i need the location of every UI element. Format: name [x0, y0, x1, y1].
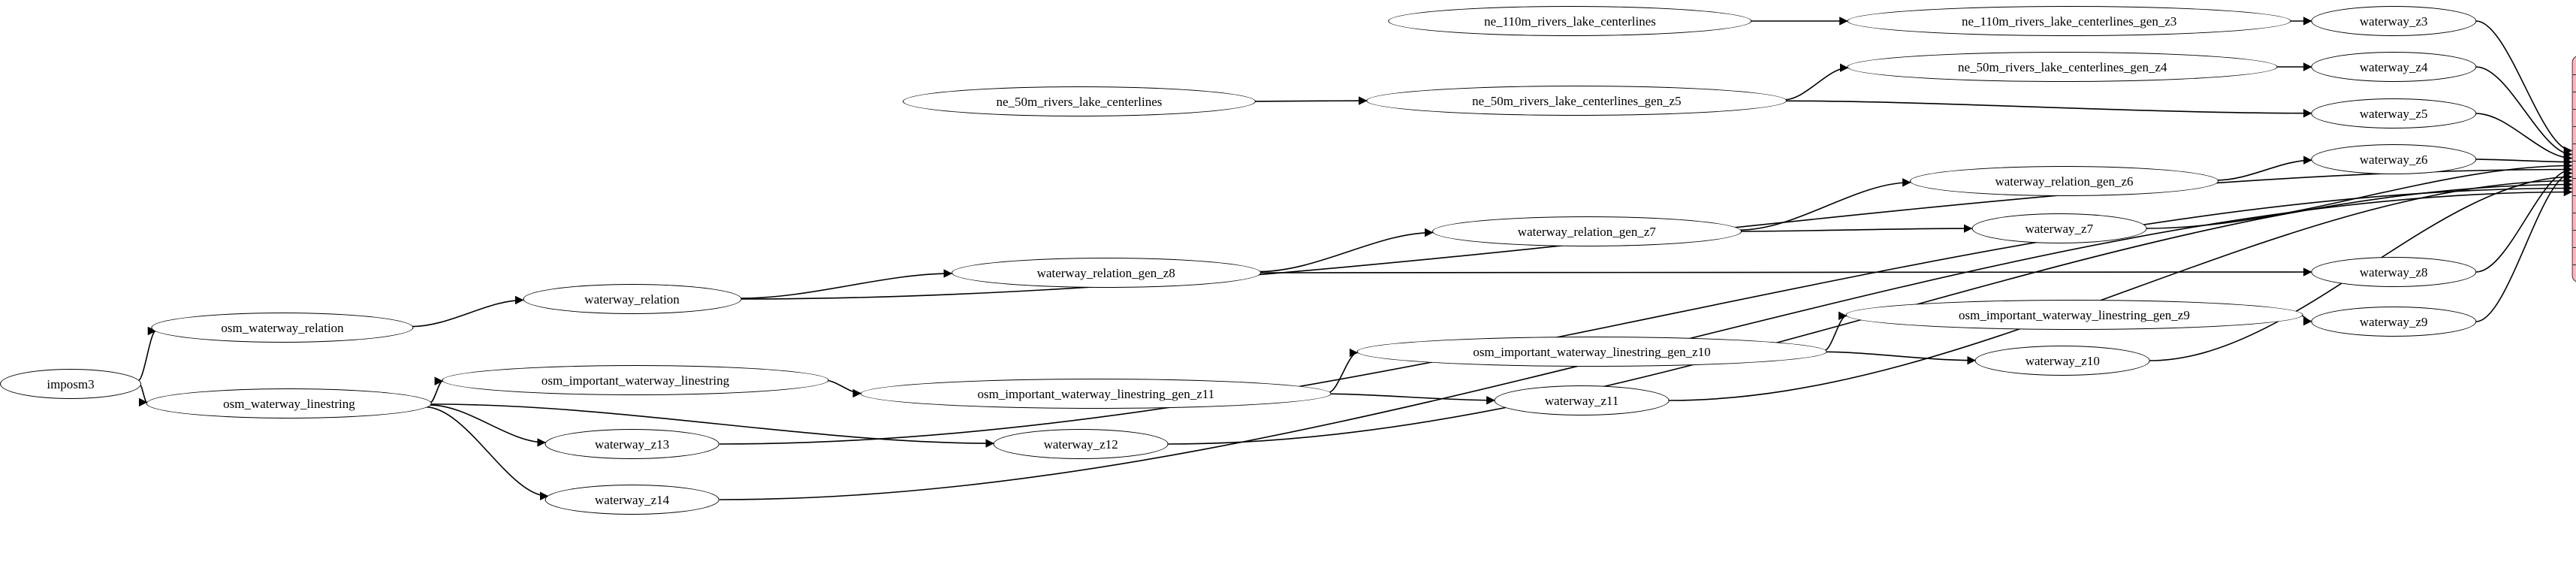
graph-node-osm_important_waterway_linestring[interactable]: osm_important_waterway_linestring [442, 365, 829, 395]
graph-node-label: ne_50m_rivers_lake_centerlines_gen_z5 [1472, 93, 1682, 108]
graph-node-waterway_z9[interactable]: waterway_z9 [2311, 307, 2476, 337]
graph-edge [1739, 224, 1973, 233]
graph-node-waterway_z3[interactable]: waterway_z3 [2311, 6, 2476, 36]
graph-edge [2475, 157, 2573, 167]
graph-edge [2475, 20, 2573, 156]
graph-node-label: waterway_z9 [2359, 314, 2428, 329]
table-title: layer_waterway [2572, 56, 2576, 74]
table-node-layer_waterway[interactable]: layer_waterwayz3z4z5z6z7z8z9z10z11z12z13… [2571, 56, 2576, 282]
graph-node-label: waterway_z7 [2025, 221, 2094, 236]
graph-node-waterway_relation_gen_z8[interactable]: waterway_relation_gen_z8 [951, 258, 1261, 288]
graph-node-ne_50m_rivers_lake_centerlines[interactable]: ne_50m_rivers_lake_centerlines [902, 86, 1256, 116]
graph-node-waterway_z14[interactable]: waterway_z14 [544, 485, 719, 515]
table-row-z14+[interactable]: z14+ [2572, 264, 2576, 282]
graph-node-label: osm_important_waterway_linestring [541, 373, 730, 388]
table-row-z7[interactable]: z7 [2572, 144, 2576, 161]
graph-node-waterway_z5[interactable]: waterway_z5 [2311, 98, 2476, 128]
graph-node-ne_110m_rivers_lake_centerlines_gen_z3[interactable]: ne_110m_rivers_lake_centerlines_gen_z3 [1847, 6, 2291, 36]
graph-node-label: osm_waterway_linestring [223, 396, 355, 411]
table-row-z5[interactable]: z5 [2572, 109, 2576, 126]
graph-node-imposm3[interactable]: imposm3 [0, 369, 141, 399]
table-row-z6[interactable]: z6 [2572, 126, 2576, 144]
graph-node-label: osm_important_waterway_linestring_gen_z1… [1473, 344, 1711, 359]
graph-edge [2475, 168, 2573, 322]
graph-edge [740, 269, 953, 299]
graph-node-label: osm_important_waterway_linestring_gen_z9 [1959, 307, 2190, 322]
table-row-z8[interactable]: z8 [2572, 161, 2576, 178]
graph-edge [1259, 267, 2312, 276]
graph-edge [2475, 113, 2573, 163]
graph-node-osm_important_waterway_linestring_gen_z11[interactable]: osm_important_waterway_linestring_gen_z1… [860, 379, 1332, 409]
graph-node-label: waterway_z11 [1544, 393, 1619, 408]
graph-node-label: waterway_z12 [1043, 437, 1118, 452]
table-row-z11[interactable]: z11 [2572, 213, 2576, 230]
graph-node-waterway_z13[interactable]: waterway_z13 [544, 429, 719, 459]
graph-edge [2475, 165, 2573, 273]
graph-edge [430, 376, 444, 403]
graph-node-osm_waterway_linestring[interactable]: osm_waterway_linestring [146, 388, 433, 418]
graph-node-label: waterway_relation_gen_z8 [1036, 265, 1175, 280]
graph-node-label: waterway_relation_gen_z6 [1995, 174, 2134, 189]
graph-node-waterway_z4[interactable]: waterway_z4 [2311, 52, 2476, 82]
graph-node-label: waterway_z5 [2359, 106, 2428, 121]
graph-edge [137, 326, 157, 382]
graph-node-label: ne_110m_rivers_lake_centerlines_gen_z3 [1962, 14, 2177, 29]
graph-node-ne_50m_rivers_lake_centerlines_gen_z5[interactable]: ne_50m_rivers_lake_centerlines_gen_z5 [1366, 86, 1787, 116]
graph-node-label: waterway_z14 [594, 492, 670, 507]
graph-edge [1328, 348, 1359, 394]
graph-node-label: waterway_z8 [2359, 264, 2428, 279]
graph-edge [2146, 161, 2573, 229]
graph-edge [412, 295, 524, 328]
graph-node-waterway_relation_gen_z6[interactable]: waterway_relation_gen_z6 [1909, 166, 2219, 196]
graph-node-waterway_z7[interactable]: waterway_z7 [1971, 213, 2147, 243]
graph-edge [138, 384, 148, 407]
graph-node-label: ne_110m_rivers_lake_centerlines [1484, 14, 1656, 29]
graph-edge [1823, 311, 1848, 352]
graph-edge [1258, 228, 1434, 273]
graph-node-label: osm_important_waterway_linestring_gen_z1… [977, 386, 1215, 401]
graph-node-label: osm_waterway_relation [221, 320, 344, 335]
graph-node-label: ne_50m_rivers_lake_centerlines_gen_z4 [1958, 59, 2167, 74]
graph-node-label: waterway_relation_gen_z7 [1517, 224, 1656, 239]
graph-edge [1739, 178, 1911, 231]
graph-edge [1329, 393, 1495, 405]
table-row-z4[interactable]: z4 [2572, 92, 2576, 109]
table-row-z9[interactable]: z9 [2572, 178, 2576, 195]
graph-node-waterway_z12[interactable]: waterway_z12 [993, 429, 1169, 459]
graph-node-waterway_z11[interactable]: waterway_z11 [1494, 385, 1670, 415]
graph-node-label: imposm3 [47, 376, 95, 391]
graph-edge [826, 379, 862, 398]
graph-edge [1784, 63, 1849, 101]
graph-node-label: waterway_z6 [2359, 152, 2428, 167]
graph-node-label: ne_50m_rivers_lake_centerlines [996, 94, 1163, 109]
table-row-z12[interactable]: z12 [2572, 230, 2576, 247]
graph-node-label: waterway_z3 [2359, 14, 2428, 29]
graph-edge [2216, 156, 2312, 181]
graph-node-waterway_z6[interactable]: waterway_z6 [2311, 144, 2476, 174]
graph-node-osm_waterway_relation[interactable]: osm_waterway_relation [151, 313, 414, 343]
graph-node-ne_110m_rivers_lake_centerlines[interactable]: ne_110m_rivers_lake_centerlines [1388, 6, 1752, 36]
graph-node-label: waterway_z4 [2359, 59, 2428, 74]
graph-node-ne_50m_rivers_lake_centerlines_gen_z4[interactable]: ne_50m_rivers_lake_centerlines_gen_z4 [1847, 52, 2278, 82]
graph-node-label: waterway_z10 [2025, 353, 2100, 368]
graph-edge [1824, 351, 1976, 365]
graph-edge [1784, 100, 2312, 118]
graph-node-label: waterway_z13 [594, 437, 670, 452]
table-row-z10[interactable]: z10 [2572, 195, 2576, 213]
graph-node-waterway_z10[interactable]: waterway_z10 [1974, 346, 2150, 376]
graph-node-waterway_relation[interactable]: waterway_relation [523, 284, 742, 314]
graph-node-label: waterway_relation [584, 292, 680, 307]
graph-node-osm_important_waterway_linestring_gen_z10[interactable]: osm_important_waterway_linestring_gen_z1… [1356, 337, 1827, 367]
graph-edge [430, 404, 546, 447]
graph-edge [425, 406, 549, 500]
graph-edge [2475, 66, 2573, 159]
graph-node-waterway_z8[interactable]: waterway_z8 [2311, 257, 2476, 287]
graph-node-waterway_relation_gen_z7[interactable]: waterway_relation_gen_z7 [1431, 216, 1742, 246]
graph-node-osm_important_waterway_linestring_gen_z9[interactable]: osm_important_waterway_linestring_gen_z9 [1845, 300, 2303, 330]
table-row-z3[interactable]: z3 [2572, 74, 2576, 92]
table-row-z13[interactable]: z13 [2572, 247, 2576, 264]
